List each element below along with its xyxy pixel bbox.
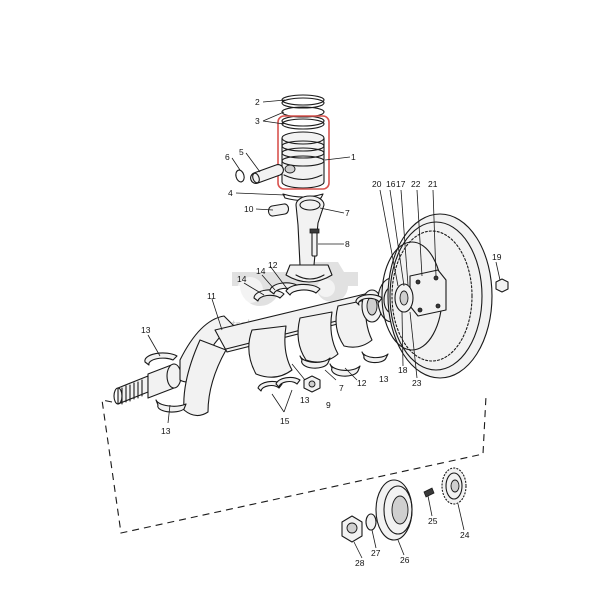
gear-hub (375, 479, 413, 541)
callout-28: 28 (355, 558, 365, 568)
callout-26: 26 (400, 555, 410, 565)
callout-19: 19 (492, 252, 502, 262)
gear-washer (365, 513, 377, 531)
thrust-washers (257, 376, 301, 392)
bearing-shells-lower (299, 355, 361, 377)
gear-nut (341, 515, 363, 543)
callout-9: 9 (326, 400, 331, 410)
callout-22: 22 (411, 179, 421, 189)
piston-assembly (235, 94, 330, 202)
callout-14-right: 14 (256, 266, 266, 276)
callout-1: 1 (351, 152, 356, 162)
callout-27: 27 (371, 548, 381, 558)
bearing-shells-main (144, 294, 389, 413)
callout-2: 2 (255, 97, 260, 107)
callout-8: 8 (345, 239, 350, 249)
piston-highlight-frame (277, 115, 330, 190)
callout-16: 16 (386, 179, 396, 189)
gudgeon-pin (250, 164, 284, 184)
callout-15: 15 (280, 416, 290, 426)
snap-ring (235, 169, 245, 183)
callout-23: 23 (412, 378, 422, 388)
callout-21: 21 (428, 179, 438, 189)
leader-lines (147, 99, 501, 559)
callout-18: 18 (398, 365, 408, 375)
callout-10: 10 (244, 204, 254, 214)
rod-nut (303, 375, 321, 393)
callout-14-left: 14 (237, 274, 247, 284)
callout-12-lower: 12 (357, 378, 367, 388)
connecting-rod (267, 195, 333, 283)
woodruff-key (423, 487, 435, 498)
callout-20: 20 (372, 179, 382, 189)
callout-25: 25 (428, 516, 438, 526)
piston (281, 131, 325, 189)
callout-5: 5 (239, 147, 244, 157)
callout-13-rear: 13 (379, 374, 389, 384)
callout-13-front: 13 (141, 325, 151, 335)
flywheel (381, 213, 493, 379)
rod-bolt (309, 228, 320, 257)
piston-rings (281, 94, 325, 130)
callout-3: 3 (255, 116, 260, 126)
timing-gear (441, 467, 467, 505)
callout-7-lower: 7 (339, 383, 344, 393)
callout-7-upper: 7 (345, 208, 350, 218)
timing-gear-assembly (341, 467, 467, 543)
flywheel-bolt (495, 278, 509, 293)
callout-12-upper: 12 (268, 260, 278, 270)
callout-numbers: 1 2 3 4 5 6 7 8 7 9 10 11 12 12 13 13 13… (141, 97, 502, 568)
callout-24: 24 (460, 530, 470, 540)
callout-17: 17 (396, 179, 406, 189)
callout-11: 11 (207, 291, 216, 301)
callout-13-bottom: 13 (161, 426, 171, 436)
callout-6: 6 (225, 152, 230, 162)
small-end-bush (267, 203, 290, 217)
circlip (282, 193, 324, 202)
callout-13-middle: 13 (300, 395, 310, 405)
callout-4: 4 (228, 188, 233, 198)
gear-assembly-dashed-outline (101, 395, 487, 534)
